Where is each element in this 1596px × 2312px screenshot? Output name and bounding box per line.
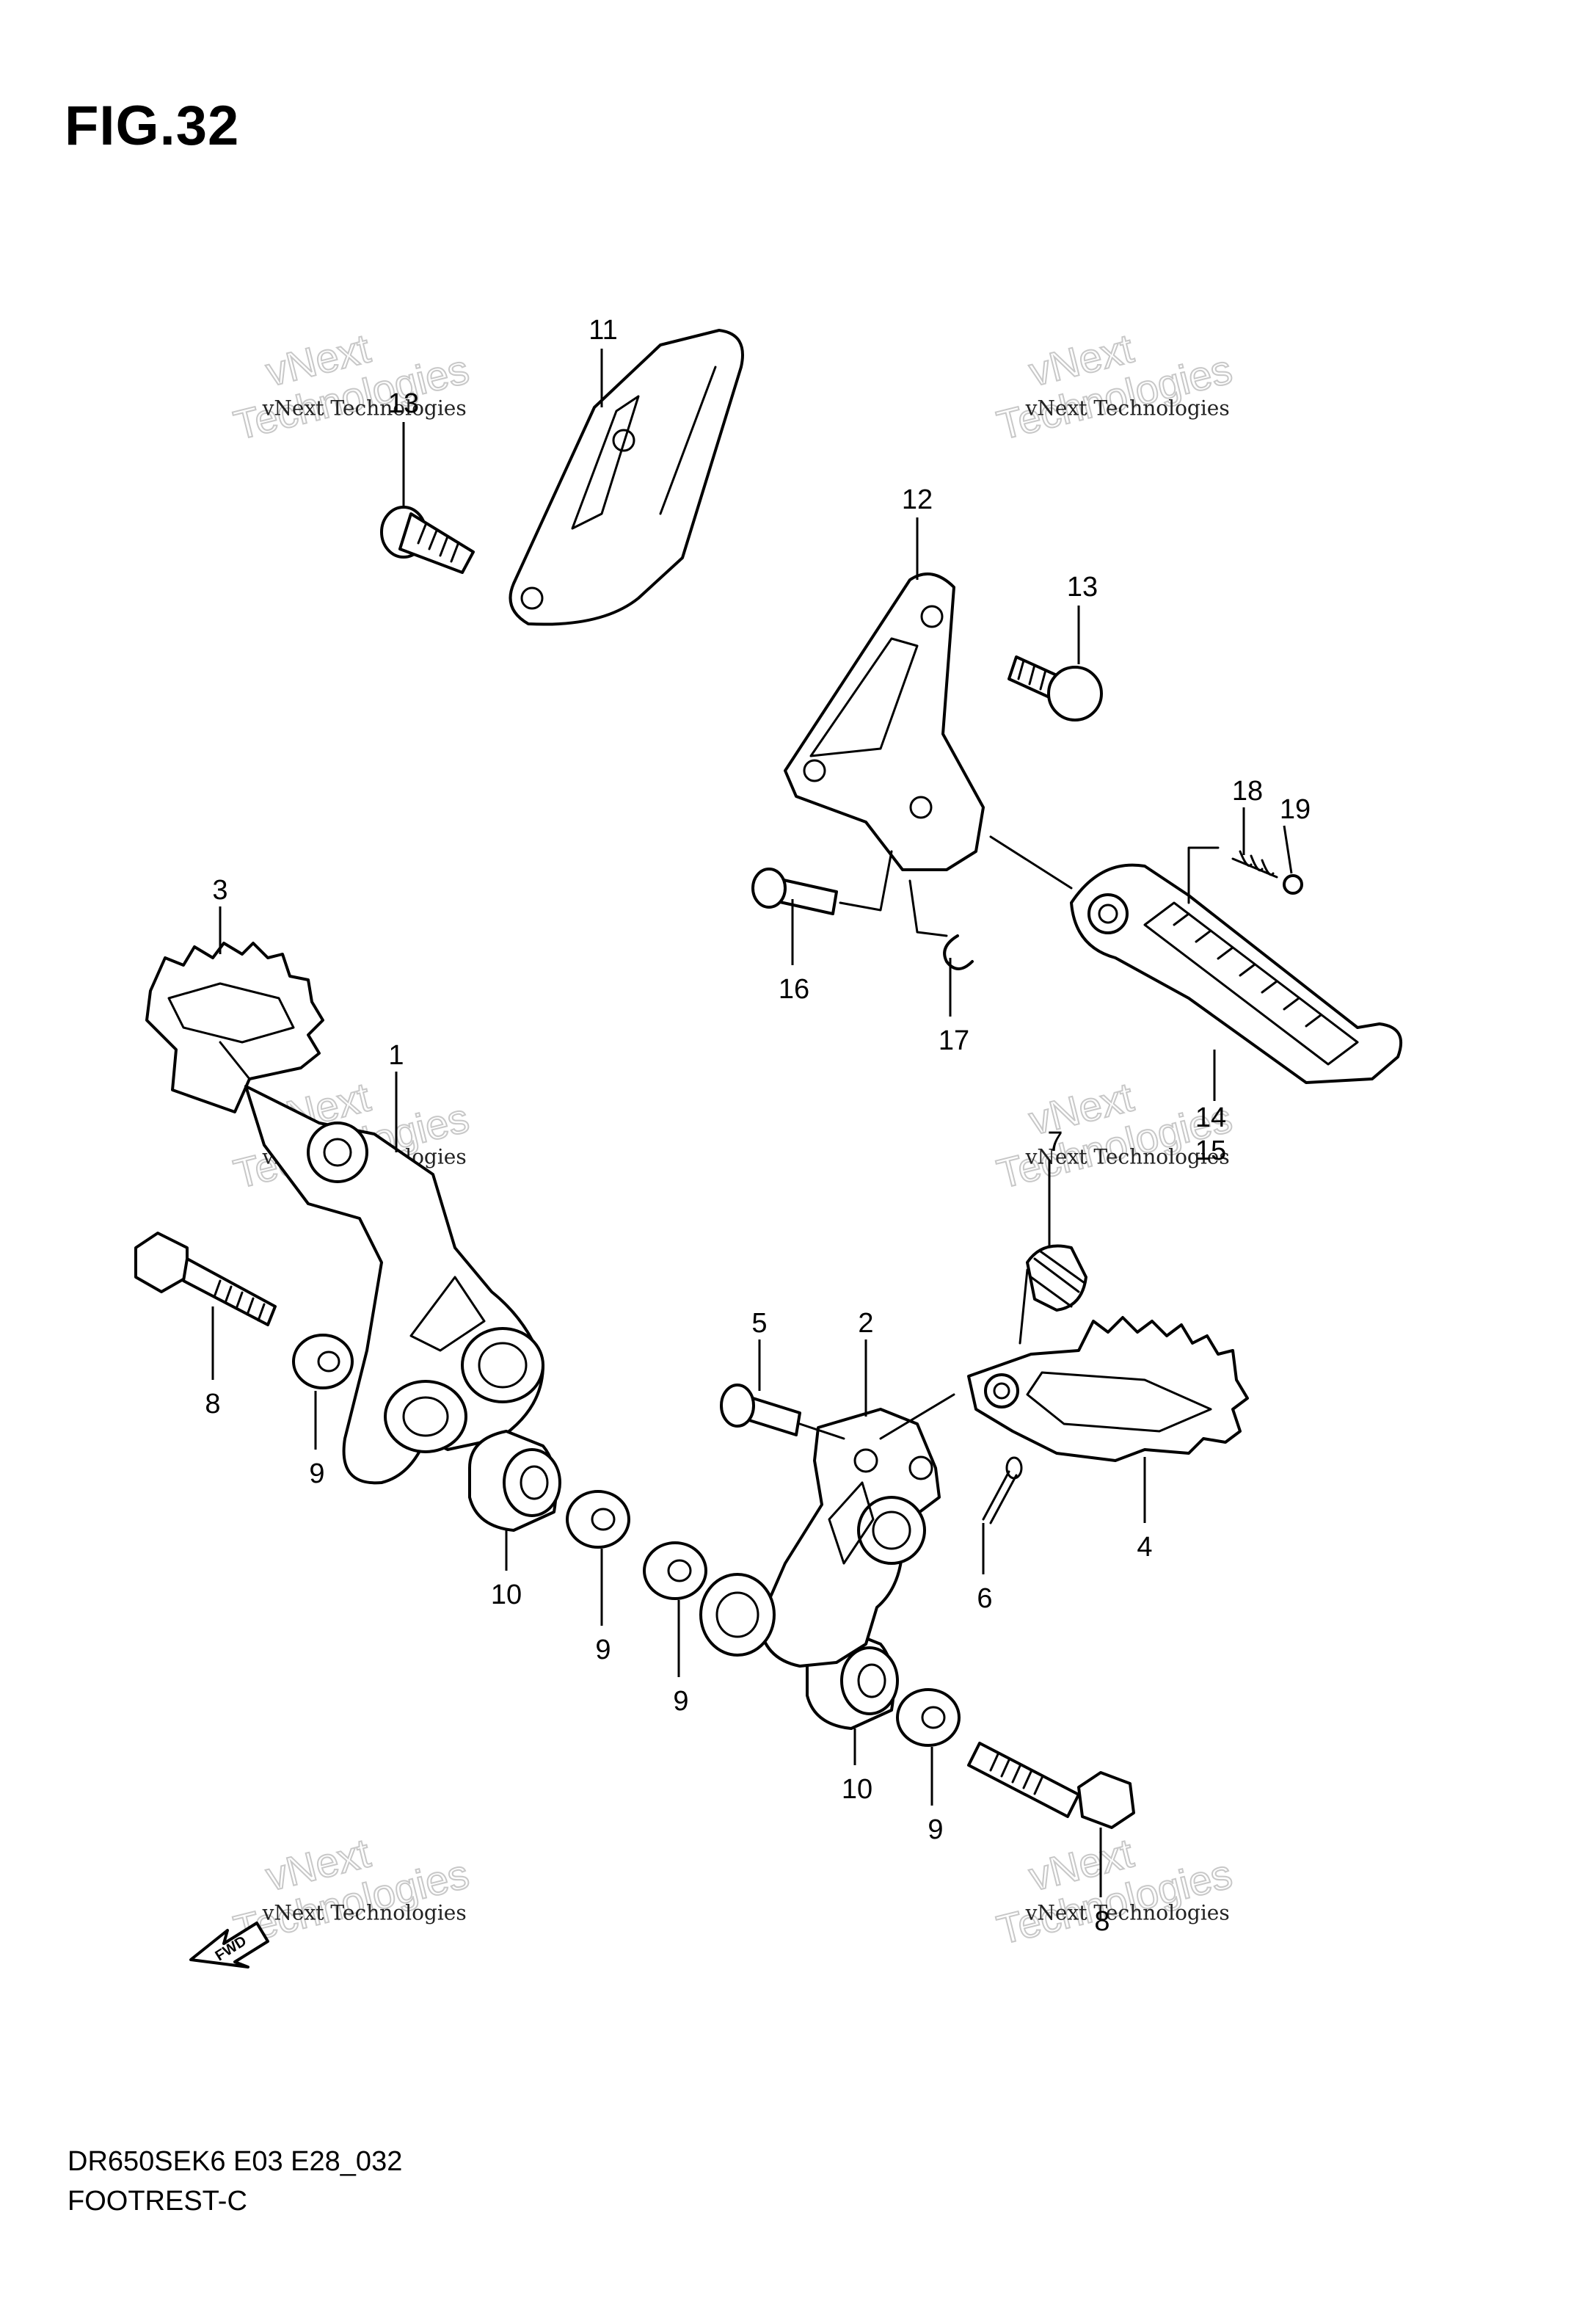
drawing-code: DR650SEK6 E03 E28_032 [68, 2146, 403, 2177]
callout-13b: 13 [1067, 572, 1098, 603]
svg-text:vNext Technologies: vNext Technologies [262, 1900, 467, 1924]
pivot-bolt-right [967, 1742, 1135, 1829]
svg-text:vNext Technologies: vNext Technologies [262, 396, 467, 420]
callout-4: 4 [1137, 1532, 1152, 1563]
pivot-pin-right [751, 850, 893, 915]
forward-arrow-icon: FWD [189, 1922, 269, 1969]
watermark-bottom-right: vNext Technologies vNext Technologies [992, 1828, 1237, 1954]
pivot-pin-lower [720, 1384, 845, 1440]
washer-right-1 [643, 1541, 707, 1600]
callout-7: 7 [1047, 1127, 1063, 1157]
callout-8b: 8 [1094, 1906, 1109, 1937]
callout-5: 5 [751, 1308, 767, 1339]
left-footpeg [145, 942, 324, 1113]
right-footpeg [989, 835, 1402, 1084]
right-footrest-bracket [784, 572, 985, 871]
callout-10b: 10 [842, 1774, 872, 1805]
leader-lines [211, 349, 1293, 1897]
callout-15: 15 [1195, 1135, 1226, 1166]
pivot-bolt-left [134, 1232, 277, 1326]
callout-9a: 9 [309, 1458, 324, 1489]
watermark-bottom-left: vNext Technologies vNext Technologies [229, 1828, 474, 1954]
heel-guard-plate [509, 329, 744, 626]
lower-right-footpeg [967, 1316, 1249, 1462]
callout-9c: 9 [673, 1686, 688, 1717]
callout-19: 19 [1280, 794, 1311, 825]
small-spring [1187, 846, 1278, 904]
callout-2: 2 [858, 1308, 873, 1339]
cotter-pin [982, 1456, 1023, 1524]
callout-9b: 9 [595, 1635, 611, 1665]
watermark-top-right: vNext Technologies vNext Technologies [992, 324, 1237, 449]
callout-10a: 10 [491, 1579, 522, 1610]
callout-6: 6 [977, 1583, 992, 1614]
section-name: FOOTREST-C [68, 2186, 247, 2217]
svg-text:vNext Technologies: vNext Technologies [1025, 1144, 1230, 1168]
callout-12: 12 [902, 484, 933, 515]
washer-left-2 [566, 1490, 630, 1549]
callout-9d: 9 [928, 1814, 943, 1845]
e-clip [908, 879, 974, 970]
bushing-left [468, 1430, 561, 1532]
washer-right-2 [896, 1688, 961, 1747]
callout-14: 14 [1195, 1102, 1226, 1133]
bolt-top-left [380, 506, 475, 574]
callout-3: 3 [212, 875, 227, 906]
svg-text:vNext Technologies: vNext Technologies [1025, 1900, 1230, 1924]
callout-11: 11 [589, 315, 617, 346]
svg-text:vNext Technologies: vNext Technologies [1025, 396, 1230, 420]
watermark-top-left: vNext Technologies vNext Technologies [229, 324, 474, 449]
left-footrest-bracket [244, 1085, 544, 1485]
washer-left-1 [292, 1334, 354, 1389]
callout-1: 1 [388, 1040, 404, 1071]
figure-title: FIG.32 [65, 95, 240, 157]
callout-17: 17 [939, 1025, 969, 1056]
callout-8a: 8 [205, 1389, 220, 1419]
callout-labels: 11 13 12 13 18 19 16 17 3 1 14 15 7 5 2 … [205, 315, 1311, 1937]
detent-ball [1283, 874, 1303, 895]
return-spring [1019, 1244, 1087, 1345]
right-lower-bracket [699, 1393, 955, 1668]
callout-13a: 13 [388, 388, 419, 419]
bolt-top-right [1007, 655, 1103, 721]
callout-16: 16 [779, 974, 809, 1005]
callout-18: 18 [1232, 776, 1263, 807]
